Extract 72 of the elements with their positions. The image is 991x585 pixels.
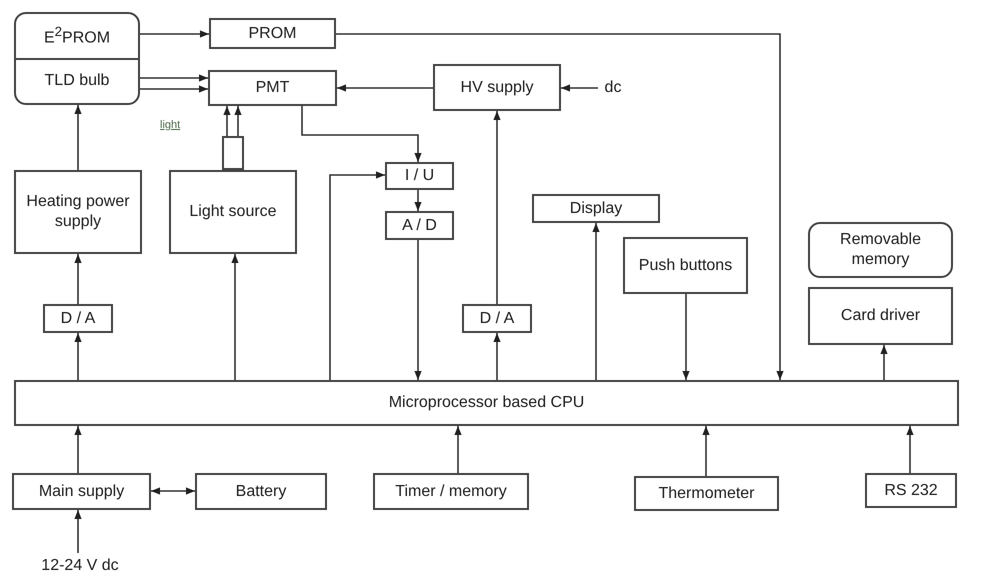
arrow [682,294,690,380]
block-label: PROM [248,24,296,44]
block-label: HV supply [460,78,534,98]
arrow [906,426,914,473]
block-box [385,211,454,240]
arrow [74,105,82,170]
arrow [414,190,422,211]
arrow [234,106,242,136]
lamp-housing [222,136,244,170]
arrow [140,85,208,93]
arrow [74,333,82,380]
block-label: Push buttons [638,256,732,276]
arrow [493,111,501,304]
arrow [223,106,231,136]
block-label: PMT [256,78,290,98]
arrow [561,84,598,92]
block-box [634,476,779,511]
note-label: light [160,119,180,131]
block-box [433,64,561,111]
arrow [140,74,208,82]
arrow [329,171,385,380]
block-label: D / A [480,308,514,328]
block-label: Timer / memory [395,482,507,502]
block-label: RS 232 [884,480,938,500]
block-box [14,170,142,254]
block-label: A / D [402,216,437,236]
block-box [373,473,529,510]
rounded-box [14,12,140,105]
arrow [454,426,462,473]
block-label: Heating power supply [25,192,131,232]
block-label: Light source [189,202,277,222]
arrow [74,510,82,553]
block-label: Main supply [38,482,124,502]
arrow [74,426,82,473]
block-box [12,473,151,510]
arrow [592,223,600,380]
block-label: E$^{2}$PROM [44,24,110,48]
arrow [337,84,433,92]
block-label: 12-24 V dc [41,556,119,576]
block-box [532,194,660,223]
block-label: I / U [404,166,434,186]
block-label: TLD bulb [44,71,110,92]
arrow [336,33,784,380]
block-label: Battery [236,482,286,502]
block-box [14,380,959,426]
arrow [140,30,209,38]
block-label: Microprocessor based CPU [388,393,584,413]
arrow [301,106,422,162]
block-box [43,304,113,333]
block-box [865,473,957,508]
arrow [151,487,195,495]
block-label: Thermometer [658,484,755,504]
arrow [702,426,710,476]
block-label: Display [570,198,622,218]
block-box [195,473,327,510]
arrow [493,333,501,380]
block-label: Removable memory [839,230,922,270]
block-label: D / A [60,308,96,328]
block-box [208,70,337,106]
block-box [209,18,336,49]
block-box [385,162,454,190]
arrow [414,240,422,380]
block-box [808,287,953,345]
block-label: Card driver [840,306,920,326]
block-box [462,304,532,333]
block-label: dc [604,78,622,98]
arrow [231,254,239,380]
block-box [623,237,748,294]
arrow [880,345,888,380]
block-box [169,170,297,254]
arrow [74,254,82,304]
rounded-box [808,222,953,278]
